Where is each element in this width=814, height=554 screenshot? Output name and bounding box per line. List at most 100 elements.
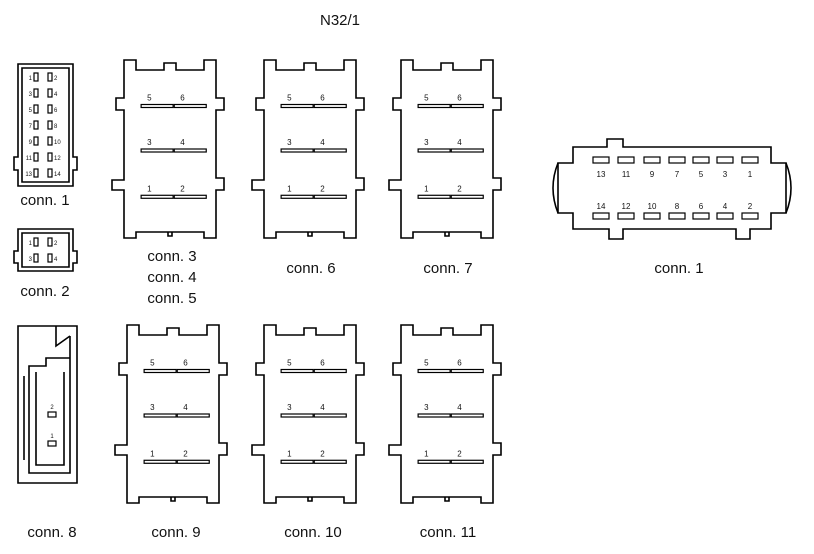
pin-number: 7 [675,170,680,179]
pin-number: 2 [54,76,58,82]
pin-slot [143,459,177,464]
pin-slot [280,194,314,199]
pin-number: 2 [320,184,325,193]
connector-housing [388,59,502,239]
pin-slot [313,413,347,418]
pin-slot [173,103,207,109]
pin-number: 3 [287,138,292,147]
label-conn2: conn. 2 [20,283,69,300]
pin-slot [33,104,39,114]
pin-number: 2 [183,449,188,458]
pin-slot [417,148,451,153]
pin-number: 4 [180,138,185,147]
pin-number: 2 [457,184,462,193]
pin-number: 1 [29,76,33,82]
pin-slot [716,156,734,164]
pin-number: 10 [648,202,657,211]
pin-slot [668,156,686,164]
pin-slot [450,103,484,109]
pin-slot [47,152,53,162]
pin-slot [33,237,39,247]
pin-slot [47,411,57,418]
label-conn11: conn. 11 [420,524,476,541]
pin-slot [140,148,174,153]
pin-slot [33,253,39,263]
connector-8: 21 [17,325,78,484]
pin-number: 3 [29,257,33,263]
label-conn4: conn. 4 [147,269,196,286]
connector-housing [251,324,365,504]
pin-number: 5 [29,108,33,114]
pin-slot [313,459,347,464]
pin-number: 2 [180,184,185,193]
pin-slot [47,88,53,98]
pin-number: 1 [50,434,54,440]
pin-slot [47,104,53,114]
pin-number: 2 [748,202,753,211]
pin-slot [47,168,53,178]
pin-number: 3 [424,138,429,147]
pin-number: 1 [424,449,429,458]
pin-slot [176,413,210,418]
pin-number: 13 [597,170,606,179]
pin-slot [280,459,314,464]
pin-slot [47,120,53,130]
pin-number: 1 [748,170,753,179]
pin-number: 4 [54,92,58,98]
pin-number: 1 [150,449,155,458]
connector-housing [111,59,225,239]
pin-number: 7 [29,124,33,130]
pin-number: 3 [29,92,33,98]
pin-number: 1 [29,241,33,247]
pin-number: 6 [320,94,325,103]
pin-slot [313,194,347,199]
pin-number: 3 [150,403,155,412]
pin-slot [417,368,451,374]
pin-number: 10 [54,140,61,146]
pin-number: 4 [457,138,462,147]
pin-slot [47,253,53,263]
pin-number: 2 [50,405,54,411]
pin-number: 5 [424,359,429,368]
pin-slot [47,72,53,82]
label-conn7: conn. 7 [423,260,472,277]
pin-number: 5 [424,94,429,103]
pin-slot [450,148,484,153]
pin-number: 2 [457,449,462,458]
pin-number: 6 [699,202,704,211]
pin-number: 12 [54,156,61,162]
pin-number: 6 [320,359,325,368]
pin-number: 4 [54,257,58,263]
pin-number: 5 [150,359,155,368]
pin-slot [741,212,759,220]
pin-slot [33,72,39,82]
pin-slot [617,156,635,164]
pin-number: 6 [180,94,185,103]
diagram-title: N32/1 [320,12,360,29]
pin-slot [173,148,207,153]
pin-slot [417,103,451,109]
pin-slot [280,103,314,109]
pin-number: 6 [457,359,462,368]
label-conn1-small: conn. 1 [20,192,69,209]
pin-number: 5 [287,94,292,103]
pin-slot [143,413,177,418]
pin-number: 8 [675,202,680,211]
pin-number: 14 [597,202,606,211]
pin-slot [143,368,177,374]
pin-slot [692,212,710,220]
label-conn10: conn. 10 [284,524,342,541]
pin-slot [450,459,484,464]
pin-slot [173,194,207,199]
pin-slot [313,148,347,153]
label-conn5: conn. 5 [147,290,196,307]
pin-slot [280,148,314,153]
pin-number: 4 [320,138,325,147]
